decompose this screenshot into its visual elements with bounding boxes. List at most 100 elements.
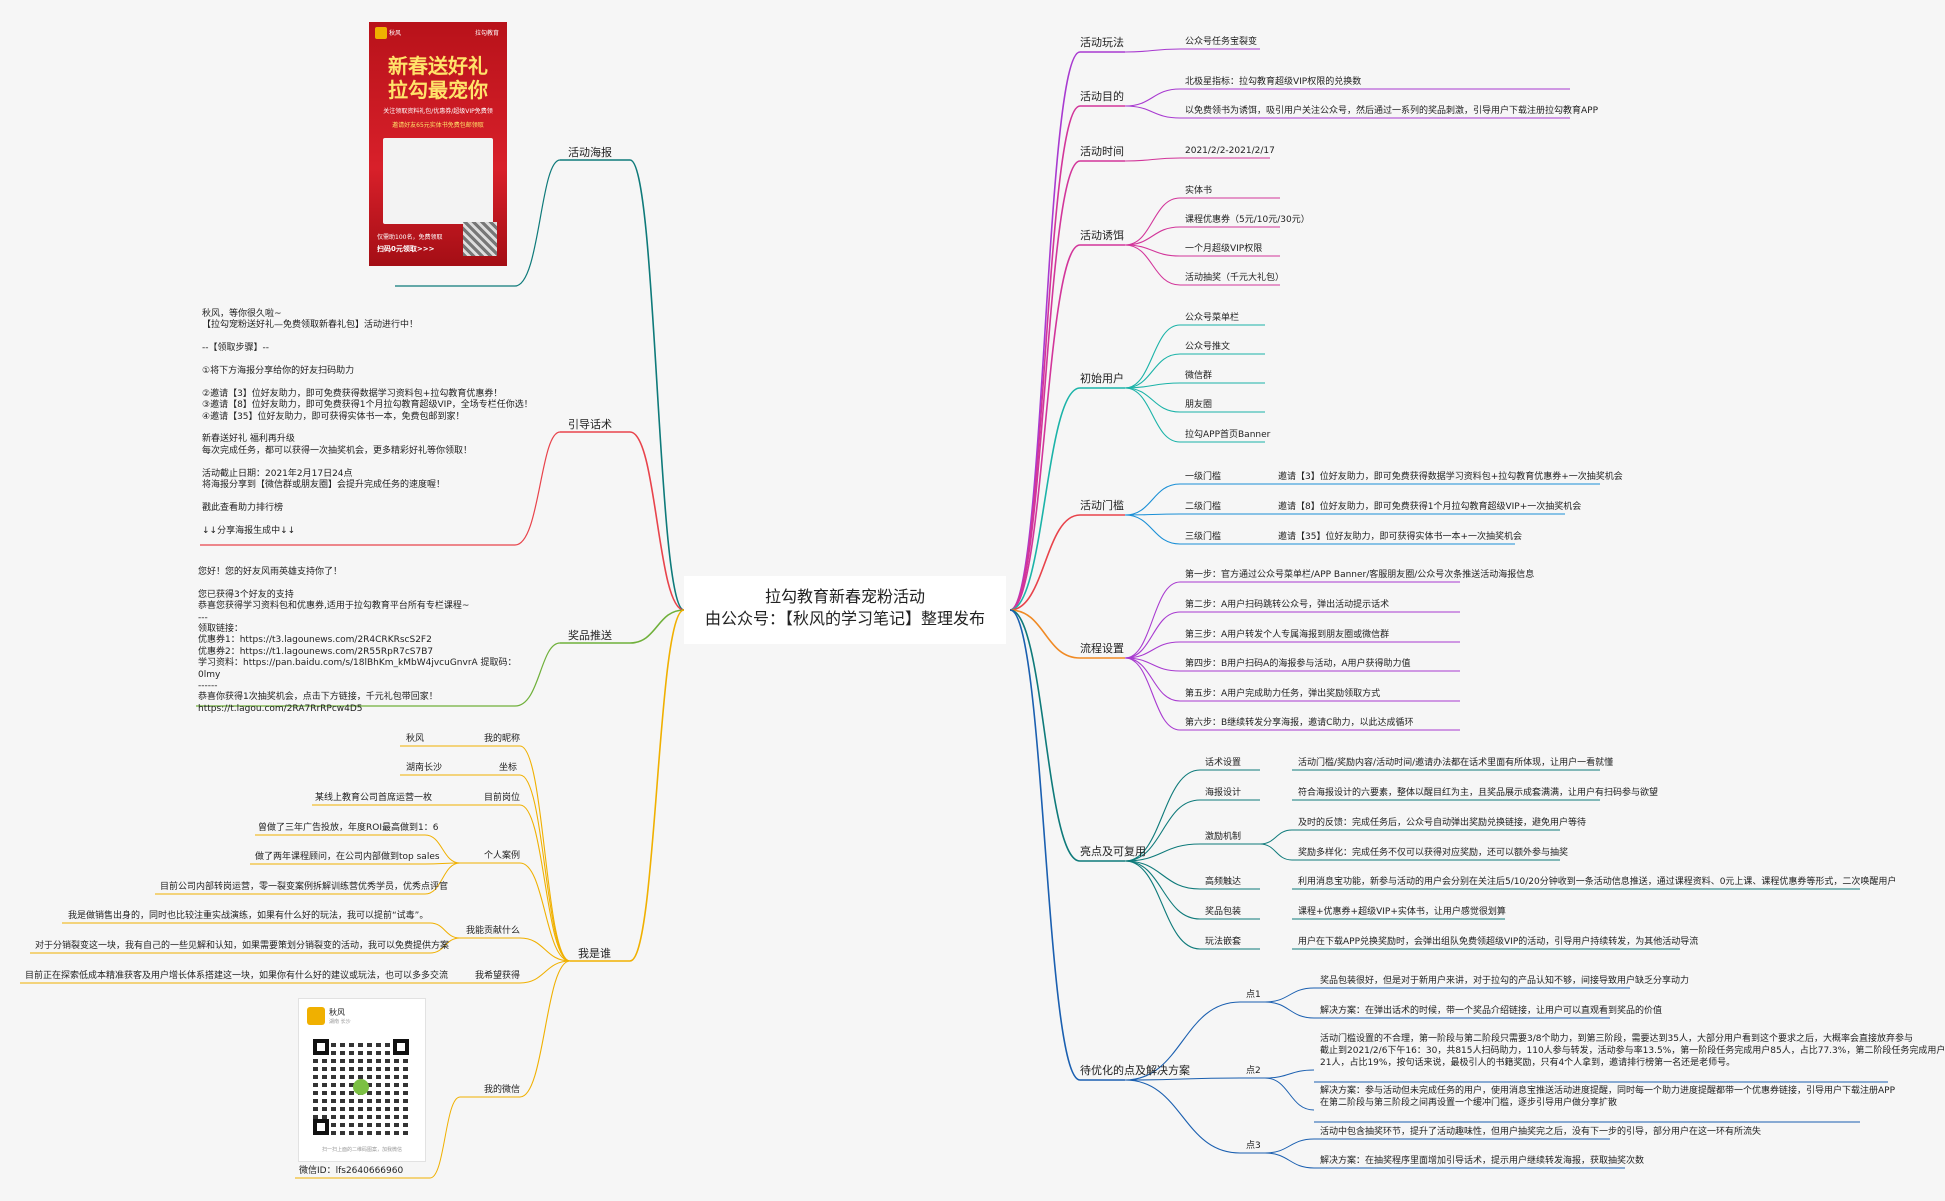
threshold-desc[interactable]: 邀请【35】位好友助力，即可获得实体书一本+一次抽奖机会 (1278, 532, 1522, 542)
connector (1124, 1077, 1241, 1081)
connector (1124, 860, 1201, 950)
activity-poster-image[interactable]: 秋风 拉勾教育 新春送好礼 拉勾最宠你 关注领取资料礼包/优惠券/超级VIP免费… (369, 22, 507, 266)
root-topic[interactable]: 拉勾教育新春宠粉活动 由公众号：【秋风的学习笔记】整理发布 (684, 576, 1006, 644)
branch-time[interactable]: 活动时间 (1080, 145, 1124, 158)
highlight-desc[interactable]: 用户在下载APP兑换奖励时，会弹出组队免费领超级VIP的活动，引导用户持续转发，… (1298, 937, 1699, 947)
bait-item[interactable]: 一个月超级VIP权限 (1185, 244, 1263, 254)
users-item[interactable]: 公众号推文 (1185, 342, 1231, 352)
improve-point[interactable]: 点1 (1246, 990, 1261, 1000)
branch-initial-users[interactable]: 初始用户 (1080, 372, 1124, 385)
whoami-key[interactable]: 我能贡献什么 (466, 926, 521, 936)
flow-step[interactable]: 第三步：A用户转发个人专属海报到朋友圈或微信群 (1185, 630, 1390, 640)
branch-bait[interactable]: 活动诱饵 (1080, 229, 1124, 242)
branch-improve[interactable]: 待优化的点及解决方案 (1080, 1064, 1190, 1077)
improve-desc[interactable]: 21人，占比19%，按句话来说，最极引人的书籍奖励，只有4个人拿到，邀请排行榜第… (1320, 1058, 1736, 1068)
improve-desc[interactable]: 活动中包含抽奖环节，提升了活动趣味性，但用户抽奖完之后，没有下一步的引导，部分用… (1320, 1127, 1762, 1137)
threshold-level[interactable]: 一级门槛 (1185, 472, 1222, 482)
improve-point[interactable]: 点2 (1246, 1066, 1261, 1076)
highlight-key[interactable]: 话术设置 (1205, 758, 1242, 768)
branch-goal[interactable]: 活动目的 (1080, 90, 1124, 103)
script-line: 新春送好礼 福利再升级 (202, 434, 295, 445)
highlight-key[interactable]: 海报设计 (1205, 788, 1242, 798)
branch-flow[interactable]: 流程设置 (1080, 642, 1124, 655)
branch-connector (1009, 609, 1081, 1081)
users-item[interactable]: 朋友圈 (1185, 400, 1213, 410)
highlight-key[interactable]: 激励机制 (1205, 832, 1242, 842)
whoami-key[interactable]: 我的微信 (484, 1085, 521, 1095)
highlight-desc[interactable]: 活动门槛/奖励内容/活动时间/邀请办法都在话术里面有所体现，让用户一看就懂 (1298, 758, 1614, 768)
bait-item[interactable]: 活动抽奖（千元大礼包） (1185, 273, 1285, 283)
highlight-desc[interactable]: 利用消息宝功能，新参与活动的用户会分别在关注后5/10/20分钟收到一条活动信息… (1298, 877, 1897, 887)
improve-solution[interactable]: 解决方案：在抽奖程序里面增加引导话术，提示用户继续转发海报，获取抽奖次数 (1320, 1156, 1645, 1166)
users-item[interactable]: 公众号菜单栏 (1185, 313, 1240, 323)
improve-desc[interactable]: 活动门槛设置的不合理，第一阶段与第二阶段只需要3/8个助力，到第三阶段，需要达到… (1320, 1034, 1913, 1044)
highlight-key[interactable]: 玩法嵌套 (1205, 937, 1242, 947)
whoami-value[interactable]: 曾做了三年广告投放，年度ROI最高做到1：6 (258, 823, 439, 833)
highlight-key[interactable]: 高频触达 (1205, 877, 1242, 887)
whoami-value[interactable]: 对于分销裂变这一块，我有自己的一些见解和认知，如果需要策划分销裂变的活动，我可以… (35, 941, 450, 951)
whoami-value[interactable]: 目前公司内部转岗运营，零一裂变案例拆解训练营优秀学员，优秀点评官 (160, 882, 449, 892)
prize-push-text[interactable]: 您好！您的好友风雨英雄支持你了！ 您已获得3个好友的支持恭喜您获得学习资料包和优… (198, 567, 517, 715)
whoami-value[interactable]: 目前正在探索低成本精准获客及用户增长体系搭建这一块，如果你有什么好的建议或玩法，… (25, 971, 449, 981)
improve-solution[interactable]: 解决方案：在弹出话术的时候，带一个奖品介绍链接，让用户可以直观看到奖品的价值 (1320, 1006, 1663, 1016)
root-title: 拉勾教育新春宠粉活动 (764, 587, 925, 606)
connector (1124, 244, 1181, 257)
flow-step[interactable]: 第二步：A用户扫码跳转公众号，弹出活动提示话术 (1185, 600, 1390, 610)
branch-script[interactable]: 引导话术 (568, 418, 612, 431)
flow-step[interactable]: 第六步：B继续转发分享海报，邀请C助力，以此达成循环 (1185, 718, 1414, 728)
connector (519, 804, 571, 962)
highlight-desc[interactable]: 符合海报设计的六要素，整体以醒目红为主，且奖品展示成套满满，让用户有扫码参与欲望 (1298, 788, 1659, 798)
whoami-value[interactable]: 我是做销售出身的，同时也比较注重实战演练，如果有什么好的玩法，我可以提前“试毒”… (68, 911, 429, 921)
highlight-desc[interactable]: 奖励多样化：完成任务不仅可以获得对应奖励，还可以额外参与抽奖 (1298, 848, 1569, 858)
users-item[interactable]: 拉勾APP首页Banner (1185, 430, 1271, 440)
branch-highlights[interactable]: 亮点及可复用 (1080, 845, 1146, 858)
whoami-key[interactable]: 我希望获得 (475, 971, 521, 981)
threshold-level[interactable]: 二级门槛 (1185, 502, 1222, 512)
prize-line: 恭喜你获得1次抽奖机会，点击下方链接，千元礼包带回家！ (198, 692, 438, 703)
threshold-level[interactable]: 三级门槛 (1185, 532, 1222, 542)
users-item[interactable]: 微信群 (1185, 371, 1213, 381)
improve-solution[interactable]: 在第二阶段与第三阶段之间再设置一个缓冲门槛，逐步引导用户做分享扩散 (1320, 1098, 1618, 1108)
branch-play[interactable]: 活动玩法 (1080, 36, 1124, 49)
whoami-value[interactable]: 秋风 (406, 734, 425, 744)
whoami-key[interactable]: 目前岗位 (484, 793, 521, 803)
whoami-value[interactable]: 做了两年课程顾问，在公司内部做到top sales (255, 852, 440, 862)
improve-solution[interactable]: 解决方案：参与活动但未完成任务的用户，使用消息宝推送活动进度提醒，同时每一个助力… (1320, 1086, 1896, 1096)
flow-step[interactable]: 第五步：A用户完成助力任务，弹出奖励领取方式 (1185, 689, 1381, 699)
threshold-desc[interactable]: 邀请【3】位好友助力，即可免费获得数据学习资料包+拉勾教育优惠券+一次抽奖机会 (1278, 472, 1623, 482)
branch-threshold[interactable]: 活动门槛 (1080, 499, 1124, 512)
time-item[interactable]: 2021/2/2-2021/2/17 (1185, 146, 1275, 156)
branch-connector (1009, 51, 1081, 611)
goal-item[interactable]: 北极星指标：拉勾教育超级VIP权限的兑换数 (1185, 77, 1362, 87)
wechat-qr-card[interactable]: 秋风 湖南 长沙 扫一扫上面的二维码图案，加我微信 (298, 998, 426, 1162)
whoami-value[interactable]: 湖南长沙 (406, 763, 443, 773)
highlight-desc[interactable]: 及时的反馈：完成任务后，公众号自动弹出奖励兑换链接，避免用户等待 (1298, 818, 1587, 828)
bait-item[interactable]: 课程优惠券（5元/10元/30元） (1185, 215, 1310, 225)
connector (1124, 657, 1181, 672)
whoami-key[interactable]: 我的昵称 (484, 734, 521, 744)
whoami-value[interactable]: 某线上教育公司首席运营一枚 (315, 793, 433, 803)
improve-desc[interactable]: 截止到2021/2/6下午16：30，共815人扫码助力，110人参与转发，活动… (1320, 1046, 1945, 1056)
whoami-key[interactable]: 坐标 (499, 763, 518, 773)
script-line: ↓↓分享海报生成中↓↓ (202, 525, 296, 536)
improve-point[interactable]: 点3 (1246, 1141, 1261, 1151)
play-item[interactable]: 公众号任务宝裂变 (1185, 37, 1258, 47)
branch-whoami[interactable]: 我是谁 (578, 947, 611, 960)
connector (1124, 799, 1201, 862)
flow-step[interactable]: 第一步：官方通过公众号菜单栏/APP Banner/客服朋友圈/公众号次条推送活… (1185, 570, 1535, 580)
whoami-key[interactable]: 个人案例 (484, 851, 521, 861)
highlight-key[interactable]: 奖品包装 (1205, 907, 1242, 917)
branch-poster[interactable]: 活动海报 (568, 146, 612, 159)
wechat-id[interactable]: 微信ID：lfs2640666960 (299, 1166, 404, 1176)
flow-step[interactable]: 第四步：B用户扫码A的海报参与活动，A用户获得助力值 (1185, 659, 1411, 669)
bait-item[interactable]: 实体书 (1185, 186, 1213, 196)
threshold-desc[interactable]: 邀请【8】位好友助力，即可免费获得1个月拉勾教育超级VIP+一次抽奖机会 (1278, 502, 1582, 512)
branch-prize[interactable]: 奖品推送 (568, 629, 612, 642)
highlight-desc[interactable]: 课程+优惠券+超级VIP+实体书，让用户感觉很划算 (1298, 907, 1506, 917)
prize-line: 您好！您的好友风雨英雄支持你了！ (198, 567, 343, 577)
improve-desc[interactable]: 奖品包装很好，但是对于新用户来讲，对于拉勾的产品认知不够，间接导致用户缺乏分享动… (1320, 976, 1690, 986)
goal-item[interactable]: 以免费领书为诱饵，吸引用户关注公众号，然后通过一系列的奖品刺激，引导用户下载注册… (1185, 106, 1599, 116)
guide-script-text[interactable]: 秋风，等你很久啦~【拉勾宠粉送好礼—免费领取新春礼包】活动进行中！ --【领取步… (202, 309, 533, 537)
script-line (202, 457, 533, 468)
qr-name: 秋风 (329, 1008, 345, 1017)
